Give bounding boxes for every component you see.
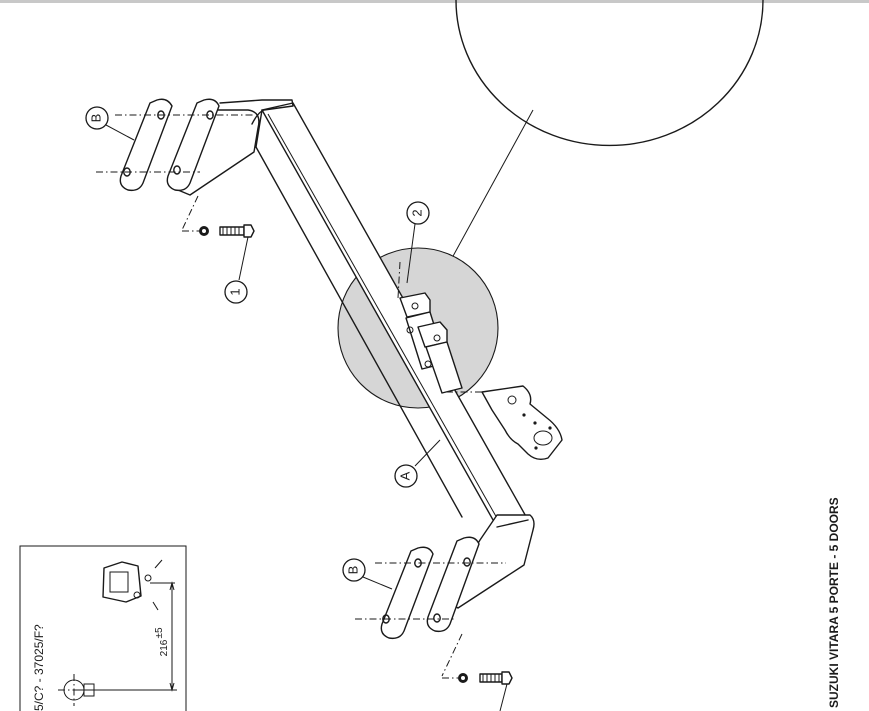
callout-b-lower <box>342 558 366 582</box>
bolt-lower <box>442 671 513 711</box>
callout-1 <box>224 280 248 304</box>
callout-2 <box>406 201 430 225</box>
inset-dimension-tolerance: ±5 <box>154 627 165 638</box>
central-mounting-plates <box>397 261 498 394</box>
upper-bracket <box>119 98 294 196</box>
callout-1-leader <box>238 236 249 281</box>
socket-plate <box>481 385 563 461</box>
bolt-axis-lower <box>441 633 463 677</box>
bracket-plate-b-lower-2 <box>426 536 480 633</box>
top-border <box>0 0 869 3</box>
callout-b-lower-label: B <box>345 566 360 575</box>
inset-reference-code: 5/C? - 37025/F? <box>32 624 46 711</box>
callout-a-label: A <box>397 471 412 480</box>
lower-bracket <box>380 514 535 640</box>
bolt-1 <box>182 224 255 238</box>
inset-dimension-value: 216 <box>159 639 170 656</box>
detail-leader-line <box>451 109 534 259</box>
bracket-plate-b-lower-1 <box>380 546 434 640</box>
vehicle-title: SUZUKI VITARA 5 PORTE - 5 DOORS <box>827 497 841 708</box>
callout-2-leader <box>406 223 416 284</box>
bolt-axis-upper <box>181 195 199 231</box>
bracket-plate-b-upper-1 <box>119 98 173 192</box>
callout-a-leader <box>414 439 441 467</box>
inset-detail-box <box>19 545 187 711</box>
callout-a <box>394 464 418 488</box>
callout-b-upper <box>85 106 109 130</box>
callout-b-lower-leader <box>362 576 393 590</box>
callout-2-label: 2 <box>409 209 424 216</box>
detail-view-circle <box>455 0 764 147</box>
callout-b-upper-label: B <box>88 114 103 123</box>
callout-b-upper-leader <box>105 124 135 141</box>
callout-1-label: 1 <box>227 288 242 295</box>
